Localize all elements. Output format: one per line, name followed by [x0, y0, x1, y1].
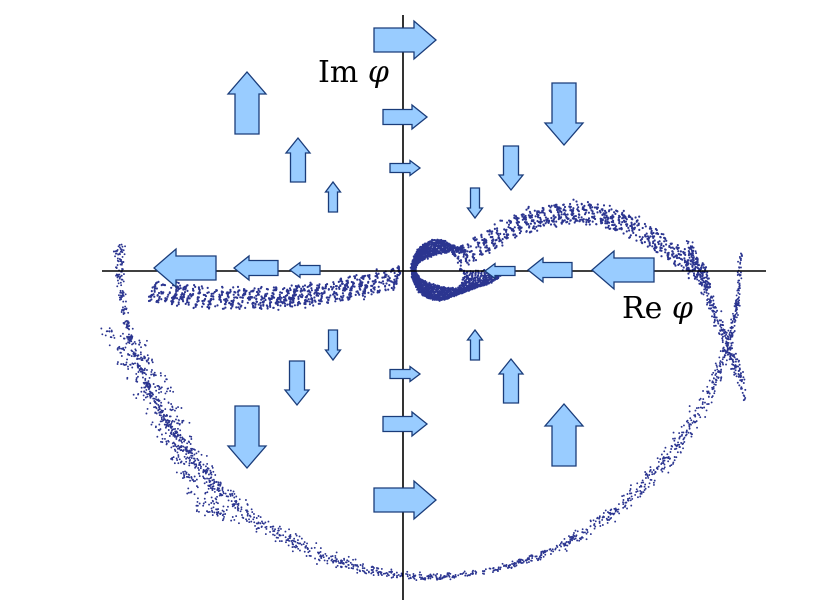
- arrow-q4-2: [497, 357, 525, 404]
- arrow-imag-bottom-1: [389, 365, 422, 383]
- arrow-imag-top-3: [389, 159, 422, 177]
- arrow-q3-1: [324, 329, 342, 362]
- arrow-imag-bottom-2: [382, 410, 429, 438]
- arrow-q4-3: [543, 403, 585, 467]
- arrow-real-left-2: [232, 254, 279, 282]
- imaginary-axis-symbol: φ: [367, 55, 389, 90]
- arrow-real-left-1: [153, 247, 217, 289]
- imaginary-axis-fn: Im: [318, 55, 359, 90]
- arrow-q1-3: [466, 187, 484, 220]
- arrow-q2-2: [284, 136, 312, 183]
- real-axis-symbol: φ: [671, 291, 693, 326]
- arrow-q1-2: [497, 145, 525, 192]
- real-axis-fn: Re: [622, 291, 663, 326]
- arrow-real-right-1: [483, 262, 516, 280]
- arrow-q2-1: [226, 71, 268, 135]
- arrow-q4-1: [466, 328, 484, 361]
- arrow-imag-bottom-3: [373, 479, 437, 521]
- imaginary-axis-label: Im φ: [318, 58, 389, 88]
- arrow-q3-3: [226, 405, 268, 469]
- arrow-real-right-2: [526, 256, 573, 284]
- arrow-q3-2: [283, 360, 311, 407]
- arrow-real-right-3: [591, 249, 655, 291]
- arrow-q2-3: [324, 180, 342, 213]
- arrow-imag-top-1: [373, 19, 437, 61]
- arrow-q1-1: [543, 82, 585, 146]
- flow-arrows: [153, 19, 655, 521]
- real-axis-label: Re φ: [622, 294, 693, 324]
- arrow-real-left-3: [288, 261, 321, 279]
- arrow-imag-top-2: [382, 103, 429, 131]
